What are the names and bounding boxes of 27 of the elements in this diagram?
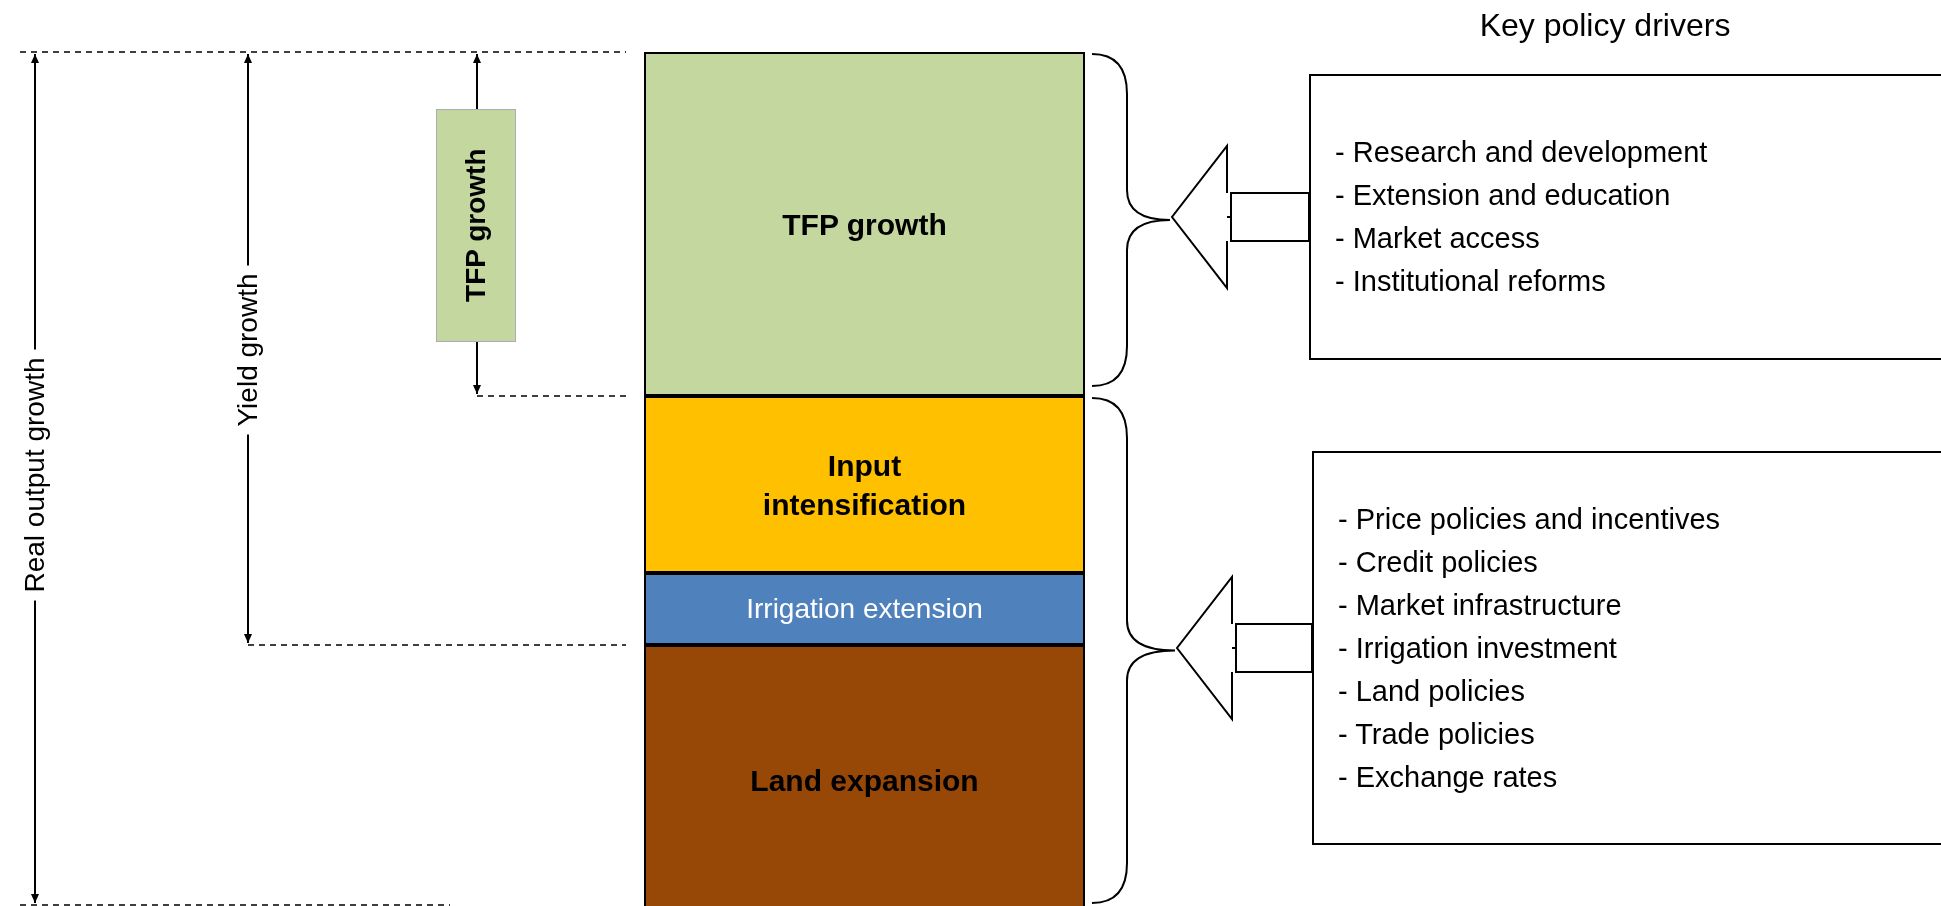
list-item: - Research and development — [1335, 136, 1708, 169]
list-item: - Extension and education — [1335, 179, 1671, 212]
bar-segment — [644, 52, 1085, 396]
label-tag — [436, 109, 516, 342]
segment-label: Land expansion — [749, 762, 980, 799]
segment-label: Irrigation extension — [745, 591, 984, 626]
curly-brace — [1091, 53, 1171, 387]
segment-label: Input intensification — [761, 447, 968, 523]
bar-segment — [644, 645, 1085, 906]
block-arrow — [1171, 145, 1310, 289]
text-box — [1309, 74, 1941, 360]
list-item: - Market infrastructure — [1338, 588, 1622, 622]
list-item: - Credit policies — [1338, 545, 1538, 579]
list-item: - Market access — [1335, 222, 1540, 255]
list-item: - Trade policies — [1338, 717, 1535, 751]
curly-brace — [1091, 397, 1176, 904]
list-item: - Price policies and incentives — [1338, 502, 1720, 536]
bar-segment — [644, 573, 1085, 645]
segment-label: TFP growth — [781, 206, 948, 243]
block-arrow — [1176, 576, 1313, 720]
bar-segment — [644, 396, 1085, 573]
list-item: - Institutional reforms — [1335, 265, 1606, 298]
list-item: - Irrigation investment — [1338, 631, 1617, 665]
text-box — [1312, 451, 1941, 845]
list-item: - Exchange rates — [1338, 760, 1558, 794]
list-item: - Land policies — [1338, 674, 1525, 708]
dimension-label: TFP growth — [458, 148, 492, 303]
